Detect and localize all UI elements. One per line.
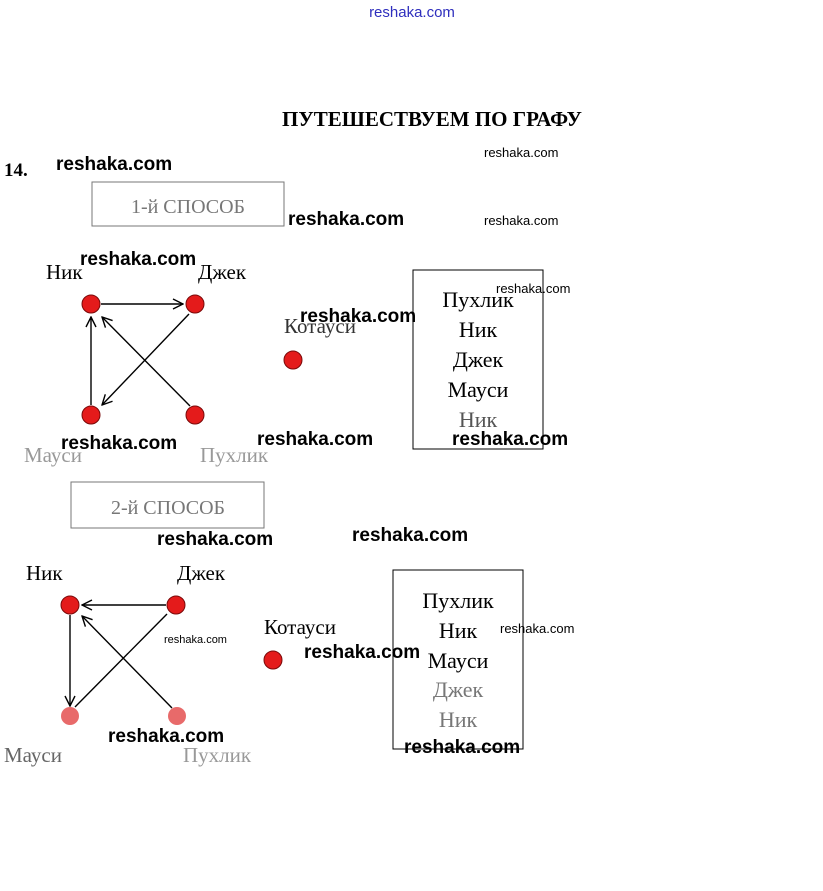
route2-step-5: Ник [439, 707, 478, 732]
edge-puhlik-nik [102, 317, 191, 407]
watermark: reshaka.com [56, 154, 172, 175]
node2-jack [166, 595, 186, 615]
task-number: 14. [4, 160, 28, 181]
route-box-2 [392, 569, 524, 750]
edge-jack-mausi [102, 313, 190, 405]
route2-step-4: Джек [433, 677, 484, 702]
watermark: reshaka.com [257, 429, 373, 450]
node2-mausi [61, 707, 79, 725]
watermark: reshaka.com [157, 529, 273, 550]
node2-puhlik [168, 707, 186, 725]
label2-puhlik: Пухлик [183, 743, 252, 767]
method2-label-box [70, 481, 265, 529]
label-jack: Джек [198, 260, 247, 284]
edge2-mausi-jack [74, 613, 168, 708]
method1-label-box [91, 181, 285, 227]
route1-step-5: Ник [459, 407, 498, 432]
watermark: reshaka.com [108, 726, 224, 747]
watermark: reshaka.com [80, 249, 196, 270]
method2-label: 2-й СПОСОБ [111, 497, 225, 519]
watermark: reshaka.com [352, 525, 468, 546]
label2-nik: Ник [26, 561, 63, 585]
route1-step-4: Мауси [448, 377, 509, 402]
route1-step-3: Джек [453, 347, 504, 372]
node-puhlik [185, 405, 205, 425]
route2-step-1: Пухлик [422, 588, 494, 613]
node-kotausi [283, 350, 303, 370]
watermark: reshaka.com [500, 621, 574, 636]
node2-kotausi [263, 650, 283, 670]
watermark: reshaka.com [164, 634, 227, 646]
site-link[interactable]: reshaka.com [369, 4, 455, 21]
route-box-1 [412, 269, 544, 450]
watermark: reshaka.com [288, 209, 404, 230]
watermark: reshaka.com [484, 145, 558, 160]
watermark: reshaka.com [496, 281, 570, 296]
watermark: reshaka.com [404, 737, 520, 758]
watermark: reshaka.com [304, 642, 420, 663]
label-mausi: Мауси [24, 443, 82, 467]
page-title: ПУТЕШЕСТВУЕМ ПО ГРАФУ [282, 107, 582, 131]
watermark: reshaka.com [61, 433, 177, 454]
label2-kotausi: Котауси [264, 615, 336, 639]
label2-jack: Джек [177, 561, 226, 585]
method1-label: 1-й СПОСОБ [131, 196, 245, 218]
label-nik: Ник [46, 260, 83, 284]
edge2-puhlik-nik [82, 616, 173, 709]
label2-mausi: Мауси [4, 743, 62, 767]
watermark: reshaka.com [300, 306, 416, 327]
node2-nik [60, 595, 80, 615]
label-puhlik: Пухлик [200, 443, 269, 467]
node-jack [185, 294, 205, 314]
route1-step-2: Ник [459, 317, 498, 342]
watermark: reshaka.com [452, 429, 568, 450]
watermark: reshaka.com [484, 213, 558, 228]
route1-step-1: Пухлик [442, 287, 514, 312]
route2-step-2: Ник [439, 618, 478, 643]
route2-step-3: Мауси [428, 648, 489, 673]
node-mausi [81, 405, 101, 425]
label-kotausi: Котауси [284, 314, 356, 338]
node-nik [81, 294, 101, 314]
